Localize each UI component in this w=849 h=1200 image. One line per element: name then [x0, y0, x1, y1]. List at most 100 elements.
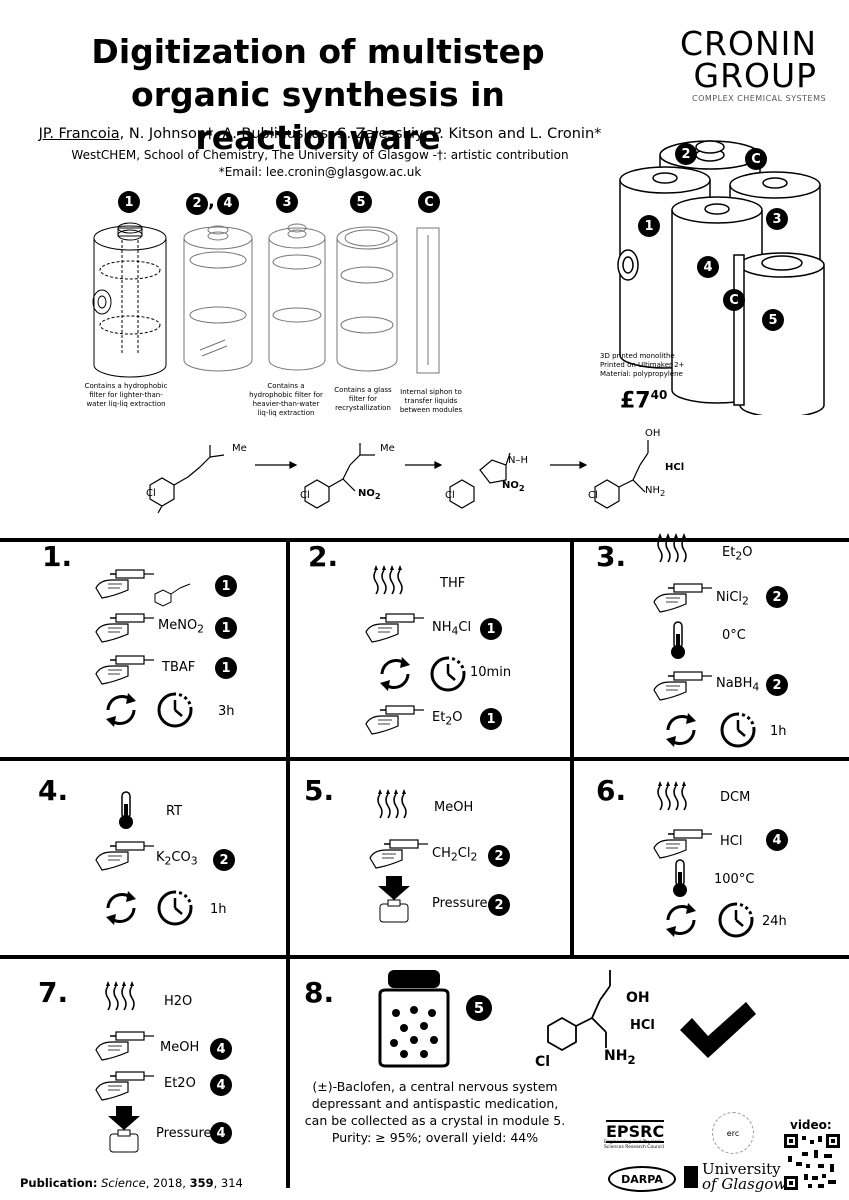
epsrc-subtitle: Engineering and Physical Sciences Resear…	[604, 1140, 664, 1150]
step-8-nh2: NH2	[604, 1048, 636, 1067]
glasgow-logo: University of Glasgow	[702, 1162, 786, 1192]
syringe-icon	[95, 1071, 154, 1101]
pressure-icon	[107, 1106, 141, 1153]
publication-journal: Science	[101, 1176, 146, 1190]
step-2-reagent: NH4Cl	[432, 620, 472, 638]
glasgow-crest-icon	[684, 1166, 698, 1188]
step-7-number: 7.	[38, 976, 69, 1009]
qr-code[interactable]	[784, 1134, 840, 1190]
monolith-caption-line1: 3D printed monolithe	[600, 352, 675, 360]
affiliation-line: WestCHEM, School of Chemistry, The Unive…	[71, 148, 569, 162]
step-7-reagent: MeOH	[160, 1040, 200, 1055]
monolith-caption-line2: Printed on Ultimaker 2+	[600, 361, 685, 369]
module-label-1: 1	[118, 191, 140, 213]
step-1-reagent-2: MeNO2	[158, 618, 205, 636]
grid-line-top	[0, 538, 849, 542]
step-4-reagent: K2CO3	[156, 850, 198, 868]
scheme-me-1: Me	[232, 443, 247, 454]
step-8-oh: OH	[626, 990, 650, 1006]
step-3-reagent-2: NaBH4	[716, 676, 760, 694]
email-line: *Email: lee.cronin@glasgow.ac.uk	[218, 165, 422, 179]
price-main: £7	[620, 388, 651, 414]
monolith-badge-3: 3	[766, 208, 788, 230]
scheme-cl-1: Cl	[146, 488, 156, 499]
step-3-temp: 0°C	[722, 628, 746, 643]
clock-icon	[718, 902, 754, 938]
step-3-number: 3.	[596, 540, 627, 573]
grid-line-vert2	[570, 538, 574, 958]
monolith-badge-c2: C	[723, 289, 745, 311]
module-c-caption: Internal siphon to transfer liquids betw…	[399, 388, 463, 414]
step-5-solvent: MeOH	[434, 800, 474, 815]
publication: Publication: Science, 2018, 359, 314	[20, 1176, 243, 1190]
step-1-badge-2: 1	[215, 617, 237, 639]
erc-logo: erc	[712, 1112, 754, 1154]
clock-icon	[430, 656, 466, 692]
syringe-icon	[95, 841, 154, 871]
module-label-5: 5	[350, 191, 372, 213]
syringe-icon	[369, 839, 428, 869]
price-sup: 40	[650, 388, 668, 402]
solvent-wave-icon	[657, 532, 687, 563]
clock-icon	[720, 712, 756, 748]
publication-volume: 359	[189, 1176, 214, 1190]
step-4-number: 4.	[38, 774, 69, 807]
monolith-badge-5: 5	[762, 309, 784, 331]
glasgow-line2: of Glasgow	[702, 1175, 787, 1193]
publication-label: Publication:	[20, 1176, 98, 1190]
step-3-solvent: Et2O	[722, 545, 753, 563]
clock-icon	[157, 890, 193, 926]
step-6-temp: 100°C	[714, 872, 755, 887]
solvent-wave-icon	[657, 780, 687, 811]
step-3-badge-1: 2	[766, 586, 788, 608]
step-7-badge-1: 4	[210, 1038, 232, 1060]
module-label-c: C	[418, 191, 440, 213]
step-2-badge-1: 1	[480, 618, 502, 640]
solvent-wave-icon	[377, 788, 407, 819]
module-drawings	[92, 222, 440, 378]
stir-cycle-icon	[104, 691, 138, 729]
step-7-solvent: H2O	[164, 994, 193, 1009]
step-2-reagent-2: Et2O	[432, 710, 463, 728]
step-2-badge-2: 1	[480, 708, 502, 730]
step-1-time: 3h	[218, 704, 235, 719]
syringe-icon	[653, 671, 712, 701]
step-5-pressure: Pressure	[432, 896, 488, 911]
first-author: JP. Francoia	[38, 126, 120, 142]
step-3-badge-2: 2	[766, 674, 788, 696]
module-3-caption: Contains a hydrophobic filter for heavie…	[249, 382, 323, 417]
stir-cycle-icon	[104, 889, 138, 927]
module-label-2-4: 2,4	[186, 191, 239, 215]
grid-line-vert1	[286, 538, 290, 1188]
scheme-cl-4: Cl	[588, 490, 598, 501]
module-label-3: 3	[276, 191, 298, 213]
scheme-cl-2: Cl	[300, 490, 310, 501]
step-7-reagent-2: Et2O	[164, 1076, 196, 1091]
monolith-badge-4: 4	[697, 256, 719, 278]
step-6-solvent: DCM	[720, 790, 751, 805]
thermometer-icon	[672, 859, 688, 898]
monolith-caption: 3D printed monolithe Printed on Ultimake…	[600, 352, 700, 379]
logo-line1: CRONIN	[680, 24, 818, 63]
step-1-badge-3: 1	[215, 657, 237, 679]
monolith-badge-2: 2	[675, 143, 697, 165]
scheme-hcl: HCl	[665, 462, 685, 473]
step-4-time: 1h	[210, 902, 227, 917]
step-5-badge-2: 2	[488, 894, 510, 916]
module-5-caption: Contains a glass filter for recrystalliz…	[334, 386, 392, 412]
logo-line2: GROUP	[693, 56, 818, 95]
authors: JP. Francoia, N. Johnson†, A. Bubliauska…	[30, 126, 610, 142]
step-4-temp: RT	[166, 804, 183, 819]
epsrc-logo: EPSRC	[606, 1120, 665, 1143]
scheme-no2-1: NO2	[358, 488, 381, 501]
step-1-badge-1: 1	[215, 575, 237, 597]
grid-line-mid2	[0, 955, 849, 959]
monolith-badge-c1: C	[745, 148, 767, 170]
cronin-group-logo: CRONIN GROUP	[680, 24, 818, 95]
scheme-cl-3: Cl	[445, 490, 455, 501]
badge-4: 4	[216, 192, 239, 215]
badge-2: 2	[186, 192, 208, 215]
erc-label: erc	[726, 1128, 740, 1138]
step-6-time: 24h	[762, 914, 787, 929]
solvent-wave-icon	[373, 564, 403, 595]
